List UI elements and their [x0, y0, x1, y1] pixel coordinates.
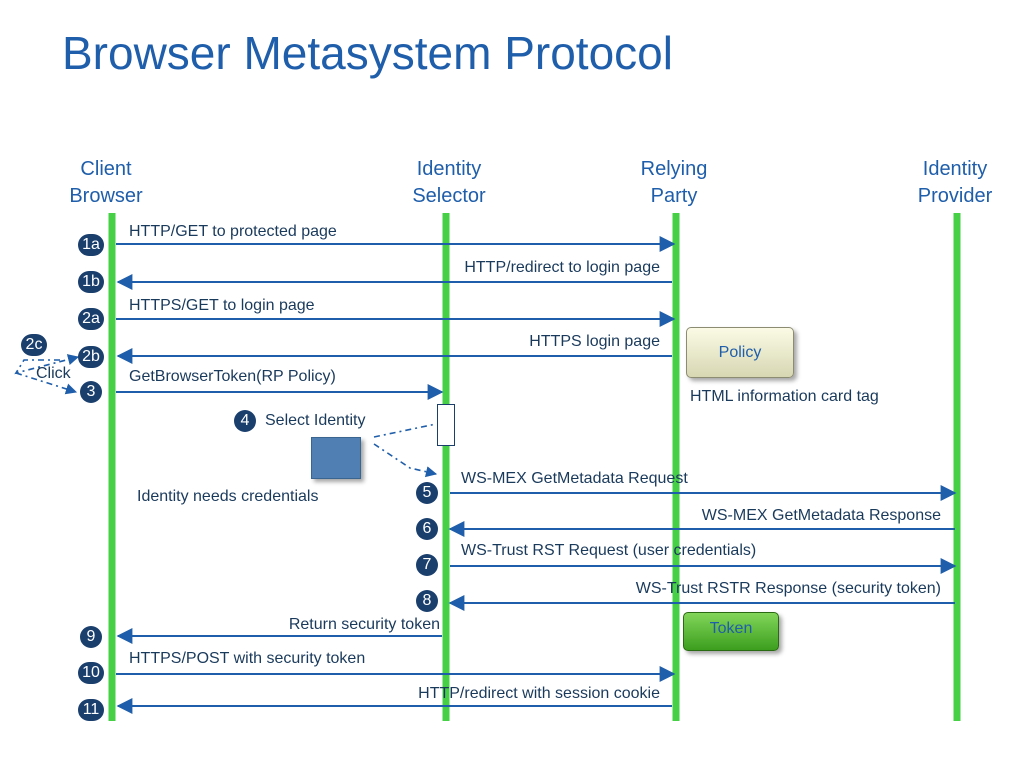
message-label-11: HTTP/redirect with session cookie: [418, 685, 660, 702]
lifeline-relying-party: [672, 213, 680, 721]
message-label-7: WS-Trust RST Request (user credentials): [461, 542, 757, 559]
page-title: Browser Metasystem Protocol: [62, 27, 673, 79]
actor-identity-selector-line1: Identity: [416, 158, 482, 180]
lifeline-identity-provider: [953, 213, 961, 721]
actor-identity-provider: Identity Provider: [918, 156, 992, 210]
identity-selector-activation: [437, 404, 455, 446]
actor-relying-party-line2: Party: [650, 185, 698, 207]
step-badge-3: 3: [80, 381, 102, 403]
identity-card-square: [311, 437, 361, 479]
message-label-3: GetBrowserToken(RP Policy): [129, 368, 336, 385]
step-badge-9: 9: [80, 626, 102, 648]
actor-identity-selector: Identity Selector: [412, 156, 485, 210]
message-label-1b: HTTP/redirect to login page: [464, 259, 660, 276]
step-badge-10: 10: [78, 662, 104, 684]
step-badge-2c: 2c: [21, 334, 47, 356]
message-label-5: WS-MEX GetMetadata Request: [461, 470, 688, 487]
message-label-1a: HTTP/GET to protected page: [129, 223, 337, 240]
actor-relying-party: Relying Party: [641, 156, 708, 210]
actor-identity-selector-line2: Selector: [412, 185, 486, 207]
step-badge-6: 6: [416, 518, 438, 540]
click-arrow-lower: [15, 372, 78, 395]
click-arrow-upper: [14, 354, 80, 375]
step-badge-1a: 1a: [78, 234, 104, 256]
message-label-8: WS-Trust RSTR Response (security token): [635, 580, 941, 597]
token-box: Token: [683, 612, 779, 651]
message-label-2b: HTTPS login page: [529, 333, 660, 350]
step-badge-2b: 2b: [78, 346, 104, 368]
actor-client-browser-line2: Browser: [69, 185, 143, 207]
actor-identity-provider-line1: Identity: [922, 158, 988, 180]
step-badge-11: 11: [78, 699, 104, 721]
step-badge-7: 7: [416, 554, 438, 576]
select-arrow-upper: [373, 423, 437, 438]
step-badge-2a: 2a: [78, 308, 104, 330]
html-tag-note: HTML information card tag: [690, 388, 879, 405]
click-label: Click: [36, 365, 71, 382]
lifeline-identity-selector: [442, 213, 450, 721]
message-label-2a: HTTPS/GET to login page: [129, 297, 315, 314]
identity-needs-credentials-note: Identity needs credentials: [137, 488, 319, 505]
message-label-10: HTTPS/POST with security token: [129, 650, 366, 667]
policy-box: Policy: [686, 327, 794, 378]
select-arrow-lower: [373, 443, 438, 478]
step-badge-8: 8: [416, 590, 438, 612]
token-label: Token: [709, 620, 753, 637]
message-label-6: WS-MEX GetMetadata Response: [701, 507, 941, 524]
lifeline-client-browser: [108, 213, 116, 721]
step-badge-4: 4: [234, 410, 256, 432]
policy-label: Policy: [718, 344, 762, 361]
message-label-9: Return security token: [288, 616, 440, 633]
actor-identity-provider-line2: Provider: [917, 185, 993, 207]
actor-relying-party-line1: Relying: [640, 158, 708, 180]
message-label-4: Select Identity: [265, 412, 366, 429]
actor-client-browser-line1: Client: [80, 158, 132, 180]
actor-client-browser: Client Browser: [69, 156, 142, 210]
step-badge-5: 5: [416, 482, 438, 504]
step-badge-1b: 1b: [78, 271, 104, 293]
